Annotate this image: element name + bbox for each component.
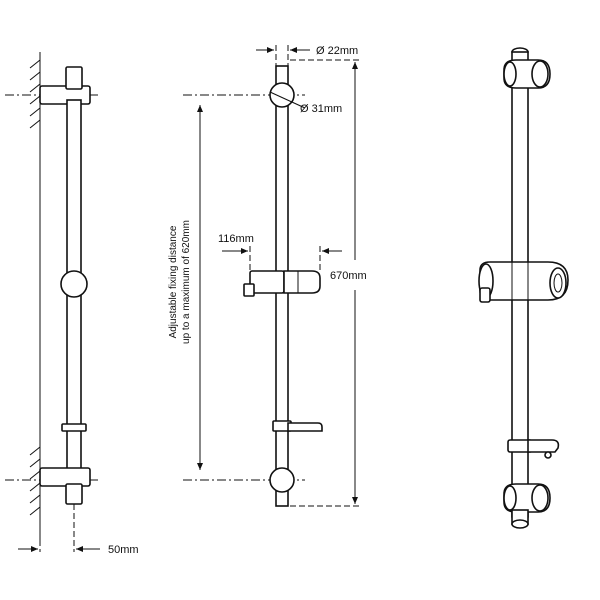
perspective-bottom-cap [511, 519, 529, 529]
perspective-handset-holder [478, 261, 569, 303]
total-length-label: 670mm [330, 270, 367, 282]
wall-hatch-top [29, 59, 41, 129]
front-bottom-bracket [269, 467, 295, 493]
side-hose-clip [61, 423, 87, 432]
front-handset-holder [243, 270, 321, 297]
bottom-wall-bracket [39, 467, 91, 487]
holder-width-label: 116mm [218, 233, 254, 245]
front-top-bracket [269, 82, 295, 108]
perspective-hose-clip [507, 439, 560, 459]
bottom-end-cap [65, 483, 83, 505]
bracket-dia-leader [269, 91, 306, 109]
front-view: Adjustable fixing distance up to a maxim… [168, 45, 367, 507]
side-view: 50mm [5, 52, 139, 556]
front-hose-clip [272, 420, 323, 432]
wall-offset-label: 50mm [108, 544, 139, 556]
top-end-cap [65, 66, 83, 90]
fixing-note-line2: up to a maximum of 620mm [181, 220, 192, 344]
perspective-view [478, 47, 569, 529]
fixing-note-line1: Adjustable fixing distance [168, 225, 179, 338]
side-slider-ball [60, 270, 88, 298]
wall-hatch-bottom [29, 446, 41, 516]
bracket-diameter-label: Ø 31mm [300, 103, 342, 115]
bar-diameter-label: Ø 22mm [316, 45, 358, 57]
